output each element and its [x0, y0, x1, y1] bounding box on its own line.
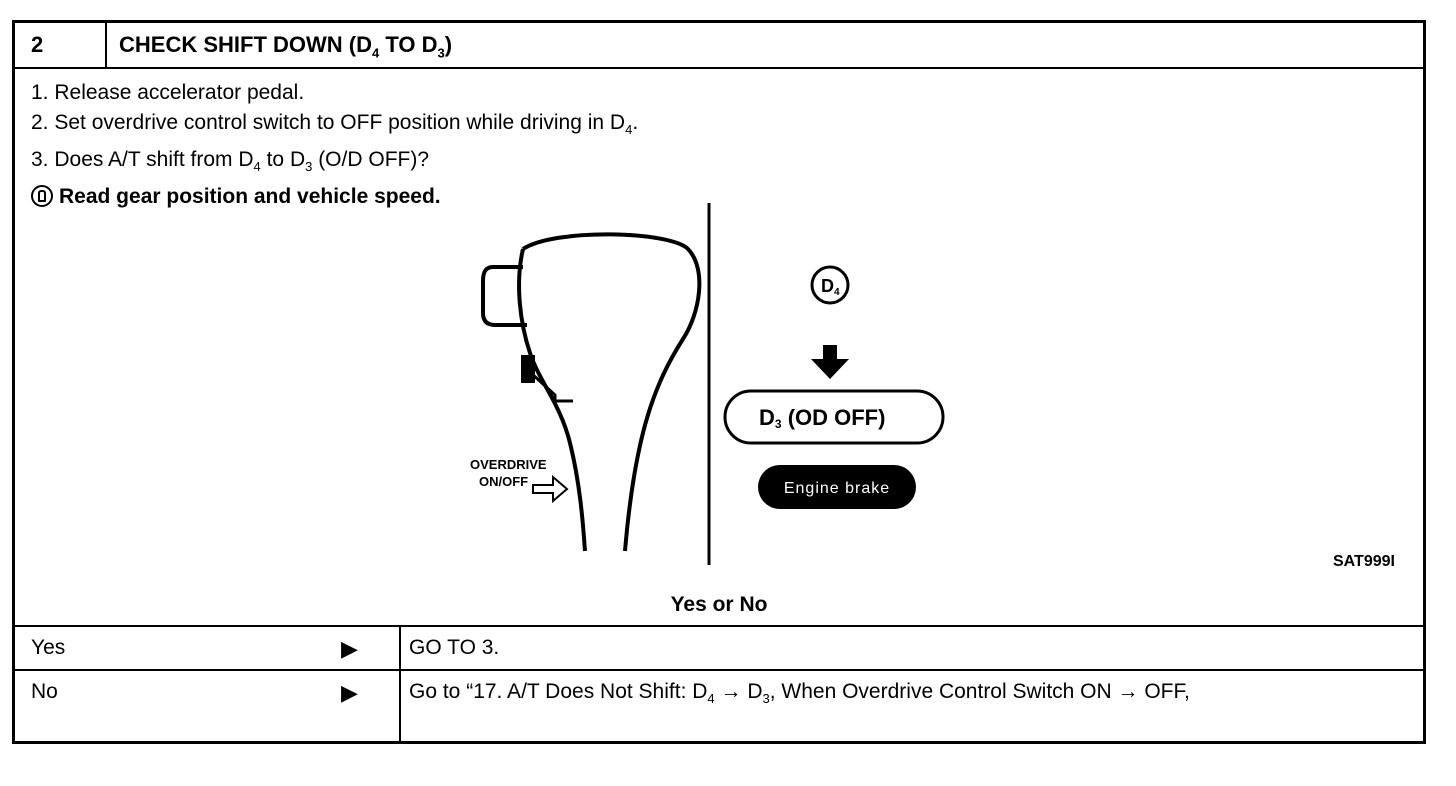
selector-lever-shaft: [517, 248, 587, 552]
lever-push-button: [481, 265, 527, 327]
down-arrow-icon: [811, 345, 849, 379]
diagnostic-procedure-table: 2 CHECK SHIFT DOWN (D4 TO D3) 1. Release…: [12, 20, 1426, 744]
shift-diagram: OVERDRIVE ON/OFF D4 D3 (OD OFF) Engine b…: [470, 203, 945, 565]
yes-action: GO TO 3.: [409, 636, 500, 659]
step-1: 1. Release accelerator pedal.: [31, 81, 305, 104]
on-off-label: ON/OFF: [479, 474, 528, 489]
result-row-no: No ▶ Go to “17. A/T Does Not Shift: D4 →…: [15, 669, 1423, 744]
no-action: Go to “17. A/T Does Not Shift: D4 → D3, …: [409, 680, 1190, 707]
step-2: 2. Set overdrive control switch to OFF p…: [31, 111, 639, 138]
engine-brake-label: Engine brake: [784, 480, 890, 497]
yes-or-no-title: Yes or No: [670, 593, 768, 616]
step-3: 3. Does A/T shift from D4 to D3 (O/D OFF…: [31, 148, 430, 175]
no-arrow-icon: ▶: [341, 680, 358, 705]
step-title: CHECK SHIFT DOWN (D4 TO D3): [119, 32, 453, 61]
yes-label: Yes: [31, 636, 66, 659]
yes-arrow-icon: ▶: [341, 636, 358, 661]
overdrive-label: OVERDRIVE: [470, 457, 547, 472]
step-number: 2: [15, 23, 107, 67]
overdrive-switch-button: [521, 355, 535, 383]
selector-lever-knob: [521, 232, 702, 552]
result-row-yes: Yes ▶ GO TO 3.: [15, 625, 1423, 669]
no-label: No: [31, 680, 58, 703]
consult-note: Read gear position and vehicle speed.: [31, 182, 638, 212]
figure-id: SAT999I: [1333, 553, 1395, 570]
d4-gear-label: D4: [821, 276, 840, 298]
engine-brake-badge: [758, 465, 916, 509]
d3-gear-label: D3 (OD OFF): [759, 405, 885, 431]
consult-icon: [31, 185, 53, 208]
procedure-steps: 1. Release accelerator pedal. 2. Set ove…: [31, 78, 638, 212]
step-header: 2 CHECK SHIFT DOWN (D4 TO D3): [15, 23, 1423, 69]
